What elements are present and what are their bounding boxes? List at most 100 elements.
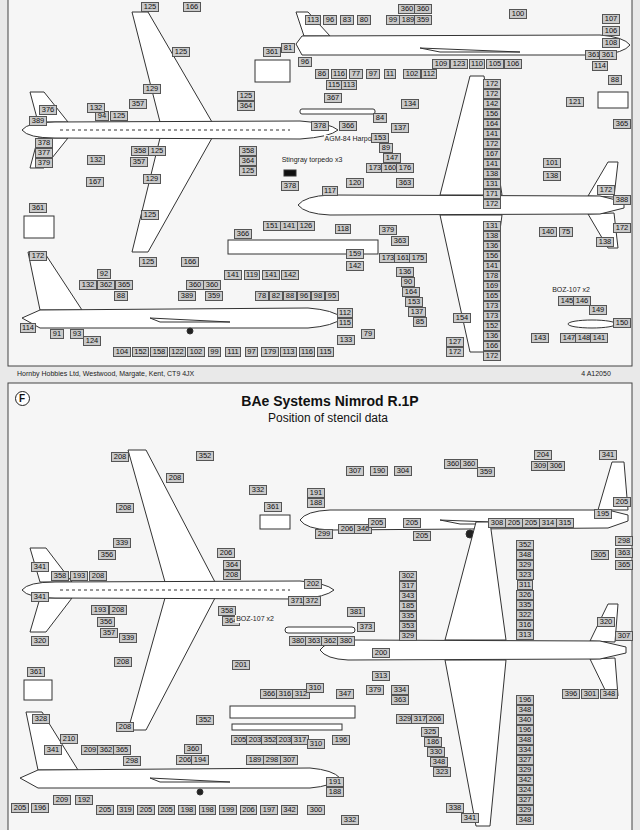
fin-outline xyxy=(26,712,78,770)
callout-number: 142 xyxy=(346,261,364,271)
callout-number: 189 xyxy=(246,755,264,765)
callout-number: 172 xyxy=(483,79,501,89)
callout-number: 319 xyxy=(117,805,135,815)
callout-number: 120 xyxy=(346,178,364,188)
callout-number: 196 xyxy=(31,803,49,813)
callout-number: 172 xyxy=(613,223,631,233)
callout-number: 125 xyxy=(141,210,159,220)
callout-number: 388 xyxy=(613,195,631,205)
callout-number: 361 xyxy=(27,667,45,677)
callout-number: 356 xyxy=(97,617,115,627)
callout-number: 97 xyxy=(366,69,379,79)
callout-number: 193 xyxy=(70,571,88,581)
callout-number: 200 xyxy=(372,648,390,658)
callout-number: 110 xyxy=(469,59,486,69)
callout-number: 78 xyxy=(255,291,268,301)
callout-number: 136 xyxy=(483,241,501,251)
callout-number: 114 xyxy=(20,323,37,333)
callout-number: 205 xyxy=(137,805,155,815)
callout-number: 357 xyxy=(100,628,118,638)
callout-number: 84 xyxy=(373,113,386,123)
wing-outline xyxy=(128,598,215,730)
callout-number: 111 xyxy=(225,347,241,357)
callout-number: 307 xyxy=(615,631,633,641)
callout-number: 206 xyxy=(217,548,235,558)
callout-number: 305 xyxy=(591,550,609,560)
callout-number: 121 xyxy=(566,97,584,107)
callout-number: 205 xyxy=(613,497,631,507)
callout-number: 348 xyxy=(516,550,534,560)
callout-number: 125 xyxy=(139,257,157,267)
callout-number: 302 xyxy=(399,571,417,581)
callout-number: 353 xyxy=(399,621,417,631)
callout-number: 98 xyxy=(311,291,324,301)
callout-number: 153 xyxy=(405,297,423,307)
callout-number: 372 xyxy=(303,596,321,606)
callout-number: 152 xyxy=(483,321,501,331)
callout-number: 113 xyxy=(341,80,358,90)
centre-line xyxy=(60,130,290,131)
footer-text: Hornby Hobbies Ltd, Westwood, Margate, K… xyxy=(16,370,195,378)
callout-number: 136 xyxy=(396,267,414,277)
callout-number: 186 xyxy=(424,737,442,747)
callout-number: 195 xyxy=(594,509,612,519)
callout-number: 123 xyxy=(450,59,468,69)
callout-number: 172 xyxy=(483,89,501,99)
callout-number: 196 xyxy=(332,735,350,745)
callout-number: 208 xyxy=(223,570,241,580)
fuselage-outline xyxy=(320,640,626,660)
callout-number: 176 xyxy=(396,163,414,173)
fuselage-outline xyxy=(296,35,630,55)
callout-number: 335 xyxy=(516,600,534,610)
callout-number: 379 xyxy=(379,225,397,235)
callout-number: 362 xyxy=(97,745,115,755)
callout-number: 80 xyxy=(357,15,370,25)
callout-number: 188 xyxy=(307,498,325,508)
callout-number: 115 xyxy=(337,318,354,328)
callout-number: 191 xyxy=(307,488,325,498)
callout-number: 119 xyxy=(244,270,261,280)
sheet-title: BAe Systems Nimrod R.1P xyxy=(239,393,420,409)
callout-number: 156 xyxy=(483,109,501,119)
callout-number: 361 xyxy=(263,47,281,57)
callout-number: 348 xyxy=(600,689,618,699)
callout-number: 320 xyxy=(597,617,615,627)
callout-number: 134 xyxy=(401,99,419,109)
callout-number: 334 xyxy=(516,745,534,755)
flap-strip xyxy=(232,724,342,730)
callout-number: 93 xyxy=(70,329,83,339)
callout-number: 191 xyxy=(326,777,344,787)
footer-text: 4 A12050 xyxy=(580,370,612,378)
callout-number: 298 xyxy=(615,536,633,546)
tailplane-outline xyxy=(30,138,68,168)
callout-number: 357 xyxy=(130,157,148,167)
callout-number: 172 xyxy=(483,139,501,149)
callout-number: 377 xyxy=(35,148,53,158)
callout-number: 317 xyxy=(399,581,417,591)
callout-number: 205 xyxy=(403,518,421,528)
callout-number: 329 xyxy=(516,560,534,570)
callout-number: 208 xyxy=(109,605,127,615)
callout-number: 92 xyxy=(97,269,110,279)
callout-number: 172 xyxy=(597,185,615,195)
callout-number: 125 xyxy=(172,47,190,57)
callout-number: 198 xyxy=(199,805,217,815)
callout-number: 326 xyxy=(516,590,534,600)
callout-number: 136 xyxy=(483,331,501,341)
callout-number: 153 xyxy=(371,133,389,143)
wing-outline xyxy=(132,138,212,252)
callout-number: 129 xyxy=(143,174,161,184)
callout-number: 379 xyxy=(366,685,384,695)
callout-number: 205 xyxy=(505,518,523,528)
callout-number: 97 xyxy=(245,347,258,357)
callout-number: 340 xyxy=(516,715,534,725)
callout-number: 314 xyxy=(539,518,557,528)
callout-number: 196 xyxy=(516,725,534,735)
callout-number: 132 xyxy=(87,103,105,113)
callout-number: 79 xyxy=(361,329,374,339)
fuselage-outline xyxy=(22,581,334,599)
callout-number: 315 xyxy=(556,518,574,528)
callout-number: 141 xyxy=(483,261,501,271)
sheet-panel xyxy=(8,0,632,366)
callout-number: 376 xyxy=(39,105,57,115)
